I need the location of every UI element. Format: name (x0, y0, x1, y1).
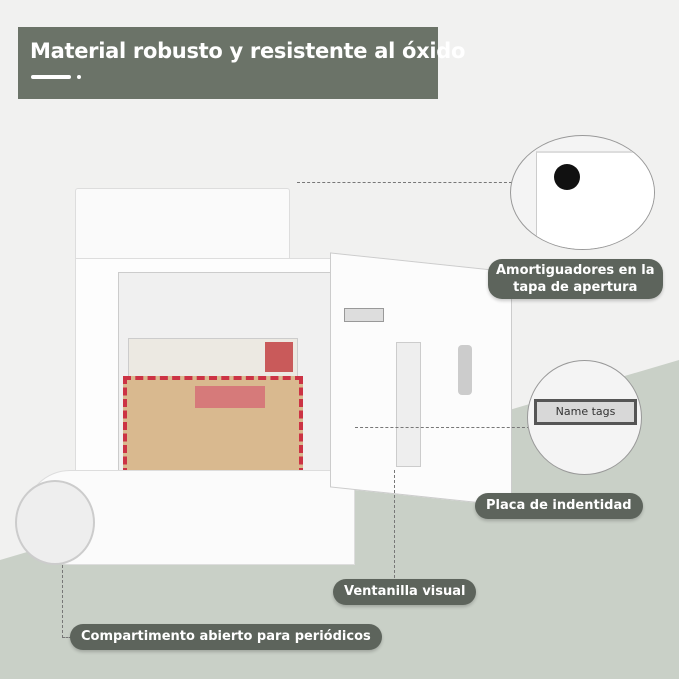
newspaper-roll (15, 480, 95, 565)
mailbox-door (330, 252, 512, 507)
nametag-detail-circle: Name tags (527, 360, 642, 475)
title-banner: Material robusto y resistente al óxido (18, 27, 465, 99)
title-underline (31, 75, 71, 79)
damper-icon (554, 164, 580, 190)
title-dot (77, 75, 81, 79)
callout-line (62, 565, 72, 638)
callout-window: Ventanilla visual (333, 579, 477, 605)
callout-line (297, 182, 512, 183)
damper-detail-circle (510, 135, 655, 250)
callout-id-plate: Placa de indentidad (475, 493, 643, 519)
callout-text: Amortiguadores en la (496, 263, 655, 278)
callout-line (394, 470, 395, 578)
callout-text: tapa de apertura (513, 280, 638, 295)
callout-dampers: Amortiguadores en la tapa de apertura (488, 259, 663, 299)
page-title: Material robusto y resistente al óxido (30, 39, 466, 63)
name-tag: Name tags (534, 399, 637, 425)
callout-line (355, 427, 530, 428)
callout-newspaper: Compartimento abierto para periódicos (70, 624, 382, 650)
